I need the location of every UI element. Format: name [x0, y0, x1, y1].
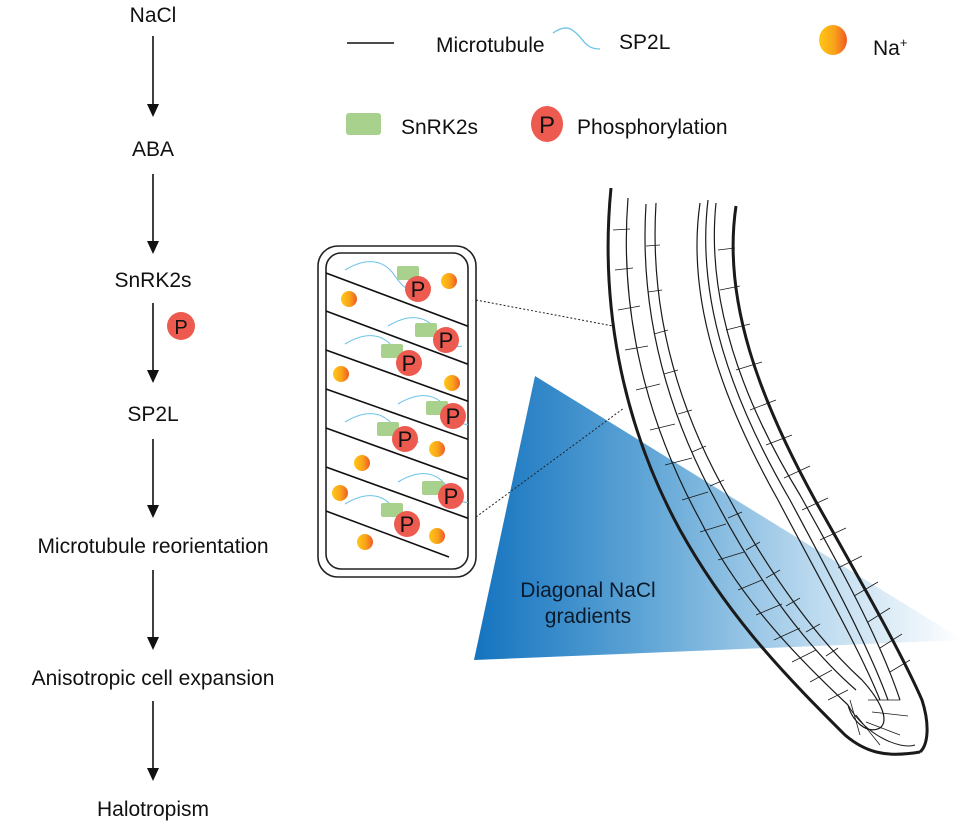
gradient-label: Diagonal NaCl gradients — [520, 578, 655, 630]
snrk2-kinase — [415, 323, 437, 337]
snrk2-kinase — [397, 266, 419, 280]
pathway-step-snrk2s: SnRK2s — [114, 269, 192, 292]
microtubule — [326, 388, 468, 441]
pathway-step-sp2l: SP2L — [127, 403, 179, 426]
phospho-symbol: P — [444, 484, 459, 509]
pathway-step-halotropism: Halotropism — [96, 798, 210, 821]
phospho-circle — [440, 403, 466, 429]
microtubule — [326, 310, 468, 366]
arrow-snrk2s-to-sp2l — [147, 303, 159, 383]
pathway-step-aba: ABA — [131, 138, 175, 161]
phospho-symbol: P — [174, 317, 187, 339]
snrk2-kinase — [377, 422, 399, 436]
legend-snrk2s-icon — [346, 113, 381, 135]
legend-na-text: Na — [873, 37, 900, 60]
legend-na-label: Na+ — [873, 36, 907, 59]
microtubule — [326, 510, 450, 558]
snrk2-kinase — [381, 344, 403, 358]
arrow-aba-to-snrk2s — [147, 174, 159, 254]
legend-graphics: P — [346, 25, 847, 142]
phospho-circle — [396, 350, 422, 376]
phospho-circle — [405, 276, 431, 302]
pathway-step-anisotropic-cell-expansion: Anisotropic cell expansion — [31, 667, 275, 690]
zoom-connector-top — [475, 299, 614, 327]
na-ion — [444, 375, 460, 391]
snrk2-kinase — [381, 503, 403, 517]
na-ion — [429, 441, 445, 457]
legend-phosphorylation-label: Phosphorylation — [577, 116, 728, 139]
phospho-symbol: P — [411, 277, 426, 302]
snrk2-kinase — [422, 481, 444, 495]
pathway-arrows — [147, 36, 159, 781]
phospho-symbol: P — [446, 404, 461, 429]
legend-phospho-icon: P — [531, 106, 563, 142]
nacl-gradient-wedge — [474, 376, 963, 660]
legend-sp2l-wave — [552, 27, 601, 50]
phospho-symbol: P — [398, 427, 413, 452]
pathway-phospho-badge: P — [167, 312, 195, 340]
arrow-microtubule-to-expansion — [147, 570, 159, 650]
microtubule — [326, 466, 468, 520]
legend-microtubule-label: Microtubule — [436, 34, 545, 57]
na-ion — [429, 528, 445, 544]
na-ion — [357, 534, 373, 550]
svg-text:P: P — [539, 112, 555, 139]
na-ion — [441, 273, 457, 289]
microtubule — [326, 349, 468, 403]
na-ion — [332, 485, 348, 501]
na-ion — [341, 291, 357, 307]
legend-na-ion-icon — [819, 25, 847, 55]
microtubule — [326, 427, 468, 481]
root-illustration — [606, 187, 929, 756]
phospho-circle — [433, 327, 459, 353]
phospho-symbol: P — [400, 512, 415, 537]
phospho-circle — [392, 426, 418, 452]
na-ion — [333, 366, 349, 382]
legend-snrk2s-label: SnRK2s — [401, 116, 479, 139]
arrow-nacl-to-aba — [147, 36, 159, 117]
gradient-label-line2: gradients — [544, 605, 632, 628]
legend-na-charge: + — [899, 35, 908, 50]
phospho-symbol: P — [402, 351, 417, 376]
na-ion — [354, 455, 370, 471]
phospho-circle — [394, 511, 420, 537]
zoom-connector-bottom — [475, 407, 625, 518]
microtubule — [326, 272, 468, 328]
phospho-symbol: P — [439, 328, 454, 353]
pathway-step-nacl: NaCl — [129, 4, 177, 27]
legend-sp2l-label: SP2L — [619, 31, 671, 54]
phospho-circle — [438, 483, 464, 509]
arrow-expansion-to-halotropism — [147, 701, 159, 781]
arrow-sp2l-to-microtubule — [147, 439, 159, 518]
pathway-step-microtubule-reorientation: Microtubule reorientation — [37, 535, 269, 558]
gradient-label-line1: Diagonal NaCl — [520, 579, 656, 602]
